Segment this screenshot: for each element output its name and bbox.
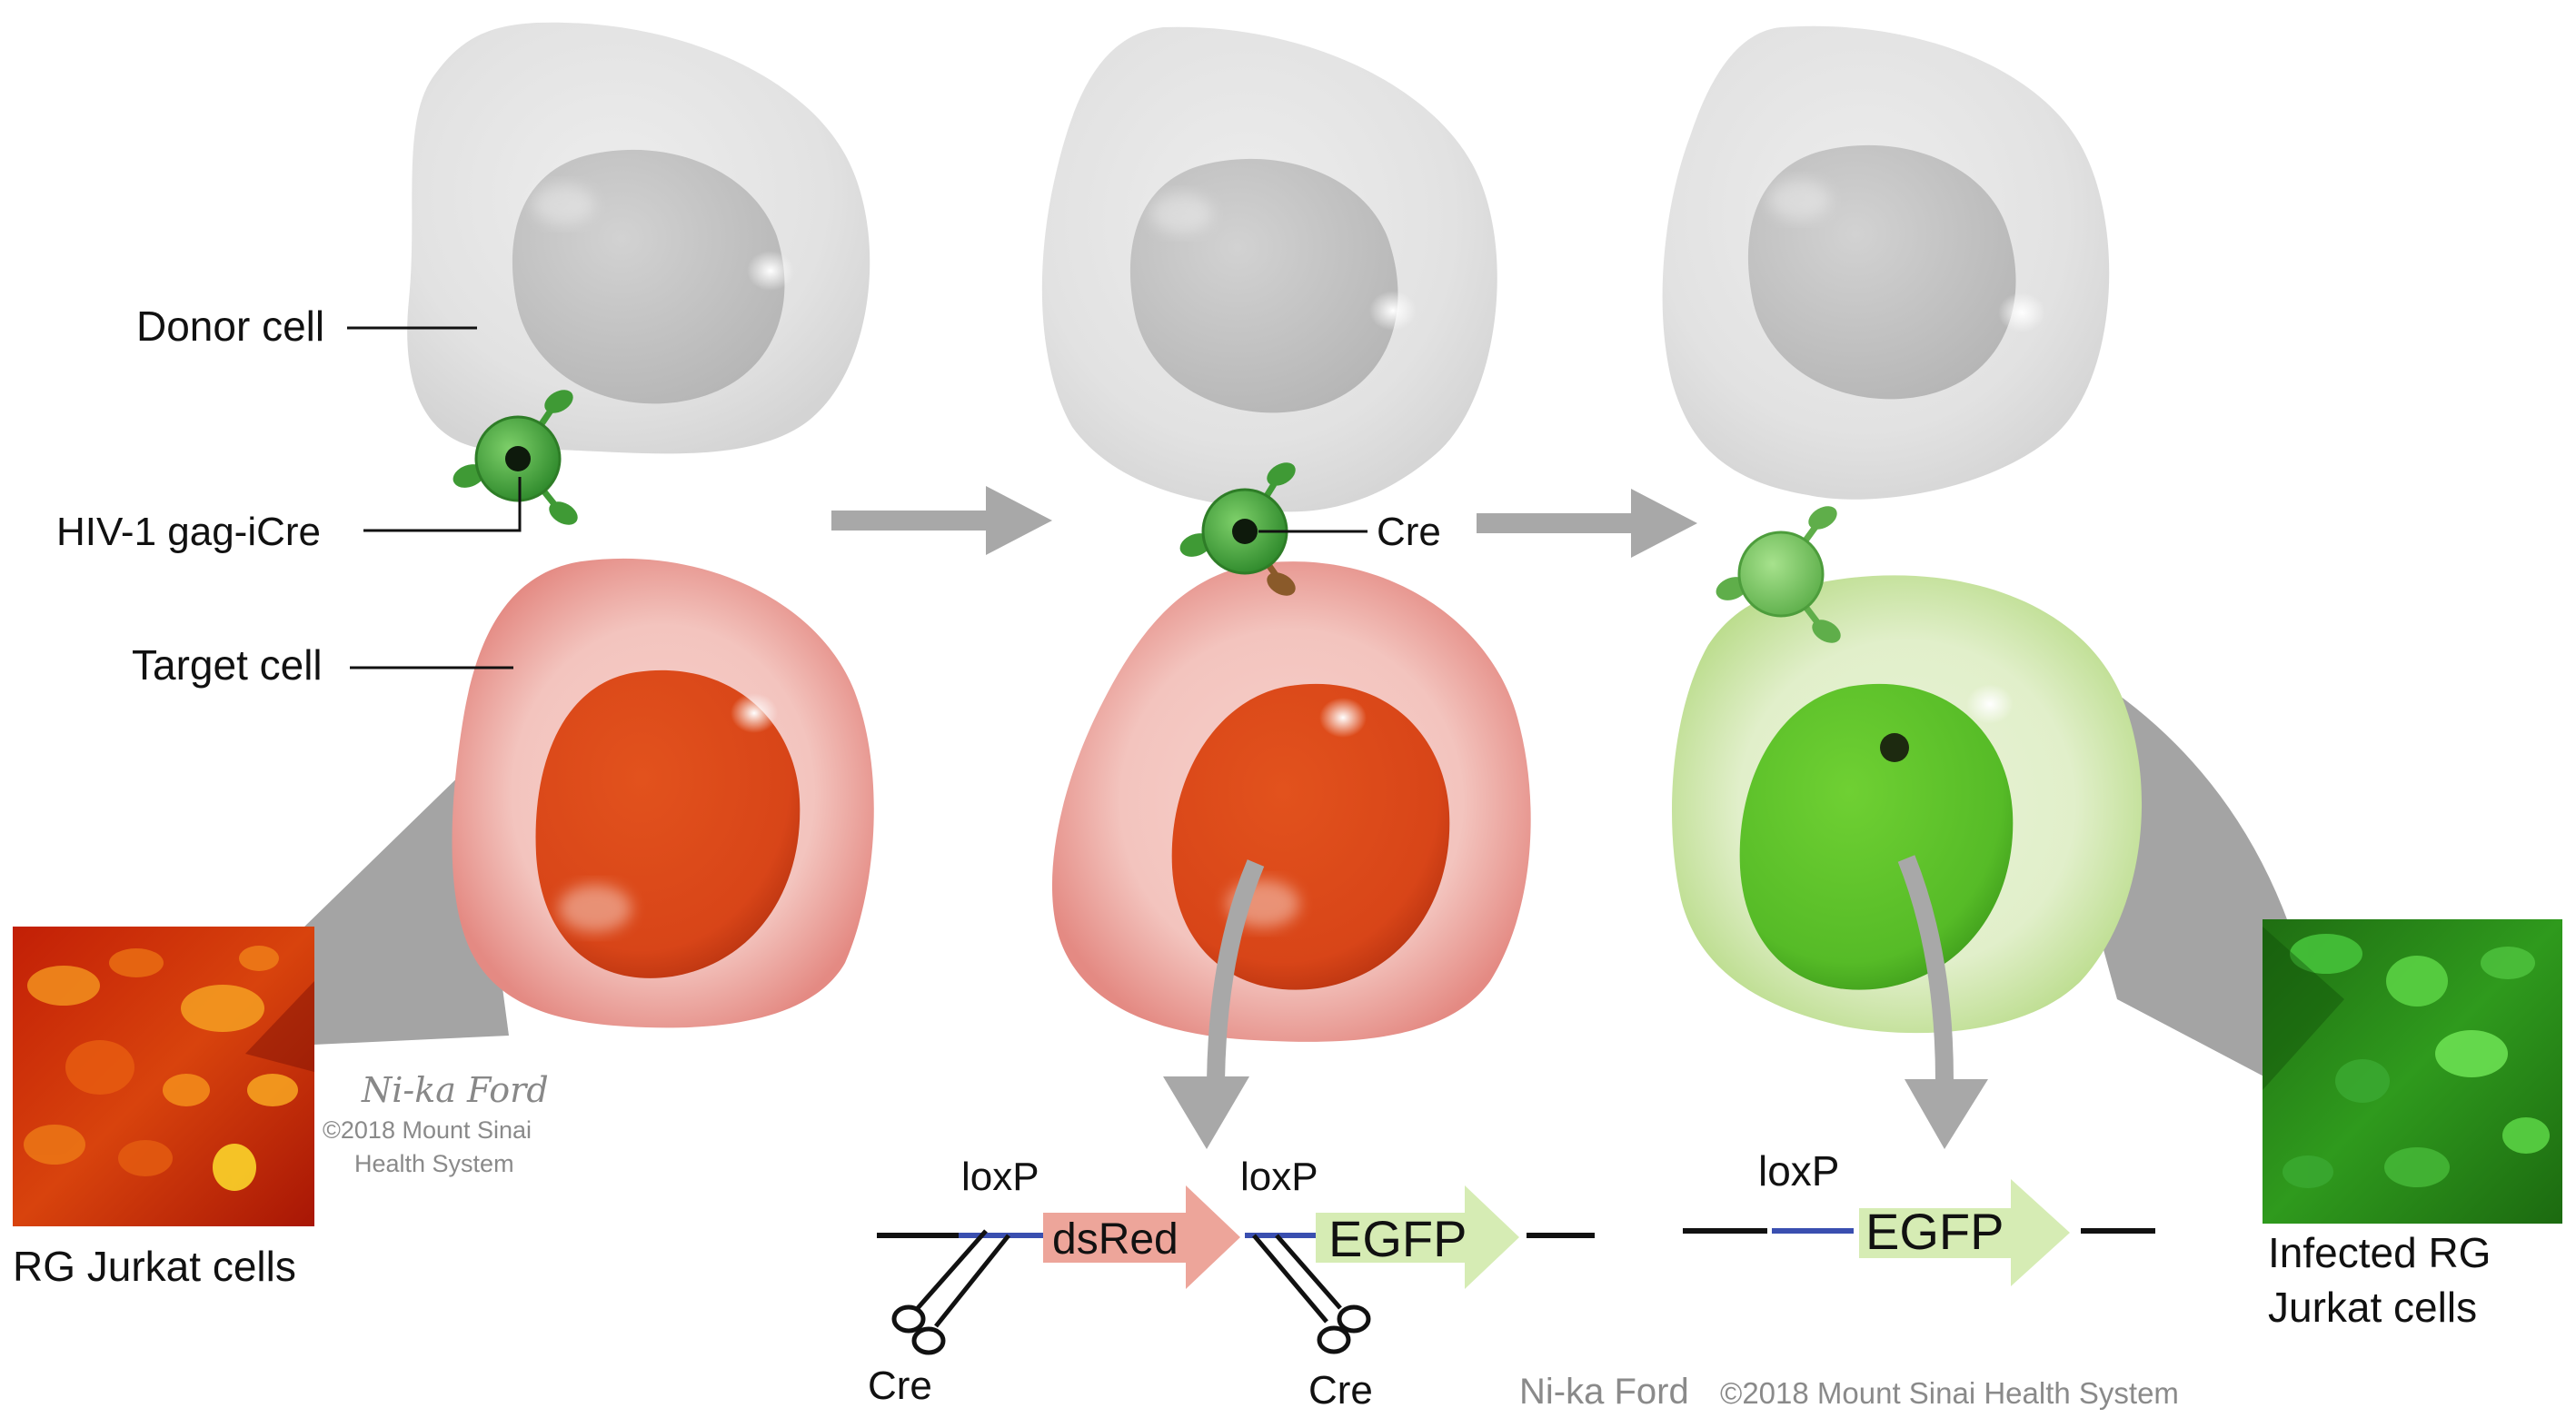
- dsred-label: dsRed: [1052, 1215, 1179, 1264]
- rg-jurkat-label: RG Jurkat cells: [13, 1243, 296, 1290]
- copyright-small-line2: Health System: [354, 1150, 514, 1177]
- infected-label-line2: Jurkat cells: [2268, 1284, 2477, 1331]
- target-cell-1: [453, 559, 874, 1028]
- signature-bottom: Ni-ka Ford: [1519, 1372, 1689, 1412]
- infected-jurkat-image: [2263, 919, 2562, 1224]
- loxp-label-after: loxP: [1758, 1147, 1839, 1195]
- scissors-icon-left: [894, 1231, 1009, 1353]
- egfp-label-2: EGFP: [1865, 1203, 2004, 1260]
- copyright-small-line1: ©2018 Mount Sinai: [323, 1116, 532, 1144]
- donor-cell-label: Donor cell: [136, 302, 324, 350]
- target-cell-2: [1052, 561, 1531, 1042]
- copyright-bottom: ©2018 Mount Sinai Health System: [1720, 1376, 2179, 1410]
- infected-cell: [1672, 575, 2142, 1033]
- loxp-label-right: loxP: [1240, 1155, 1318, 1199]
- construct-before: [877, 1185, 1595, 1289]
- cre-protein-label: Cre: [1377, 510, 1441, 554]
- loxp-label-left: loxP: [961, 1155, 1039, 1199]
- virus-label: HIV-1 gag-iCre: [56, 510, 321, 554]
- rg-jurkat-image: [13, 927, 314, 1226]
- infected-label-line1: Infected RG: [2268, 1229, 2491, 1276]
- flow-arrow-1: [831, 486, 1052, 555]
- cre-label-right: Cre: [1308, 1368, 1373, 1413]
- flow-arrow-2: [1477, 489, 1697, 558]
- donor-cell-2: [1042, 27, 1497, 512]
- egfp-label-1: EGFP: [1328, 1210, 1467, 1267]
- donor-cell-1: [407, 23, 870, 454]
- cre-label-left: Cre: [868, 1364, 932, 1408]
- signature-small: Ni-ka Ford: [361, 1070, 549, 1110]
- target-cell-label: Target cell: [132, 641, 323, 689]
- donor-cell-3: [1663, 26, 2110, 500]
